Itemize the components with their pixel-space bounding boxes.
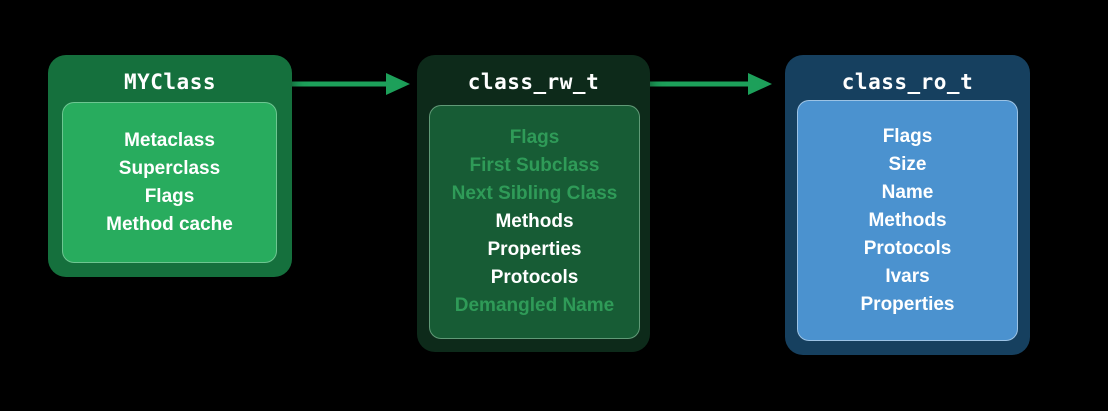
arrow-myclass-to-class-rw-t <box>290 73 410 95</box>
field-item: Methods <box>868 209 947 231</box>
arrow-class-rw-t-to-class-ro-t <box>650 73 772 95</box>
field-item: Properties <box>860 293 955 315</box>
field-item: Protocols <box>490 267 579 288</box>
node-myclass: MYClass Metaclass Superclass Flags Metho… <box>48 55 292 277</box>
field-item: Flags <box>509 127 560 148</box>
field-item: Demangled Name <box>454 295 615 316</box>
field-item: Protocols <box>863 237 952 259</box>
node-class-rw-t-title: class_rw_t <box>467 70 600 94</box>
field-item: Methods <box>495 211 574 232</box>
node-myclass-title: MYClass <box>123 70 216 94</box>
field-item: Properties <box>487 239 582 260</box>
field-item: Flags <box>144 185 195 207</box>
field-item: Name <box>881 181 934 203</box>
field-item: First Subclass <box>469 155 600 176</box>
node-class-ro-t-fields-panel: Flags Size Name Methods Protocols Ivars … <box>797 100 1018 341</box>
field-item: Method cache <box>106 213 233 235</box>
field-item: Next Sibling Class <box>451 183 618 204</box>
field-item: Superclass <box>118 157 221 179</box>
field-item: Metaclass <box>124 129 215 151</box>
node-class-ro-t-title: class_ro_t <box>841 70 974 94</box>
node-class-rw-t-fields-panel: Flags First Subclass Next Sibling Class … <box>429 105 640 339</box>
field-item: Size <box>888 153 927 175</box>
field-item: Flags <box>882 125 933 147</box>
node-class-ro-t: class_ro_t Flags Size Name Methods Proto… <box>785 55 1030 355</box>
node-class-rw-t: class_rw_t Flags First Subclass Next Sib… <box>417 55 650 352</box>
node-myclass-fields-panel: Metaclass Superclass Flags Method cache <box>62 102 277 263</box>
field-item: Ivars <box>885 265 930 287</box>
